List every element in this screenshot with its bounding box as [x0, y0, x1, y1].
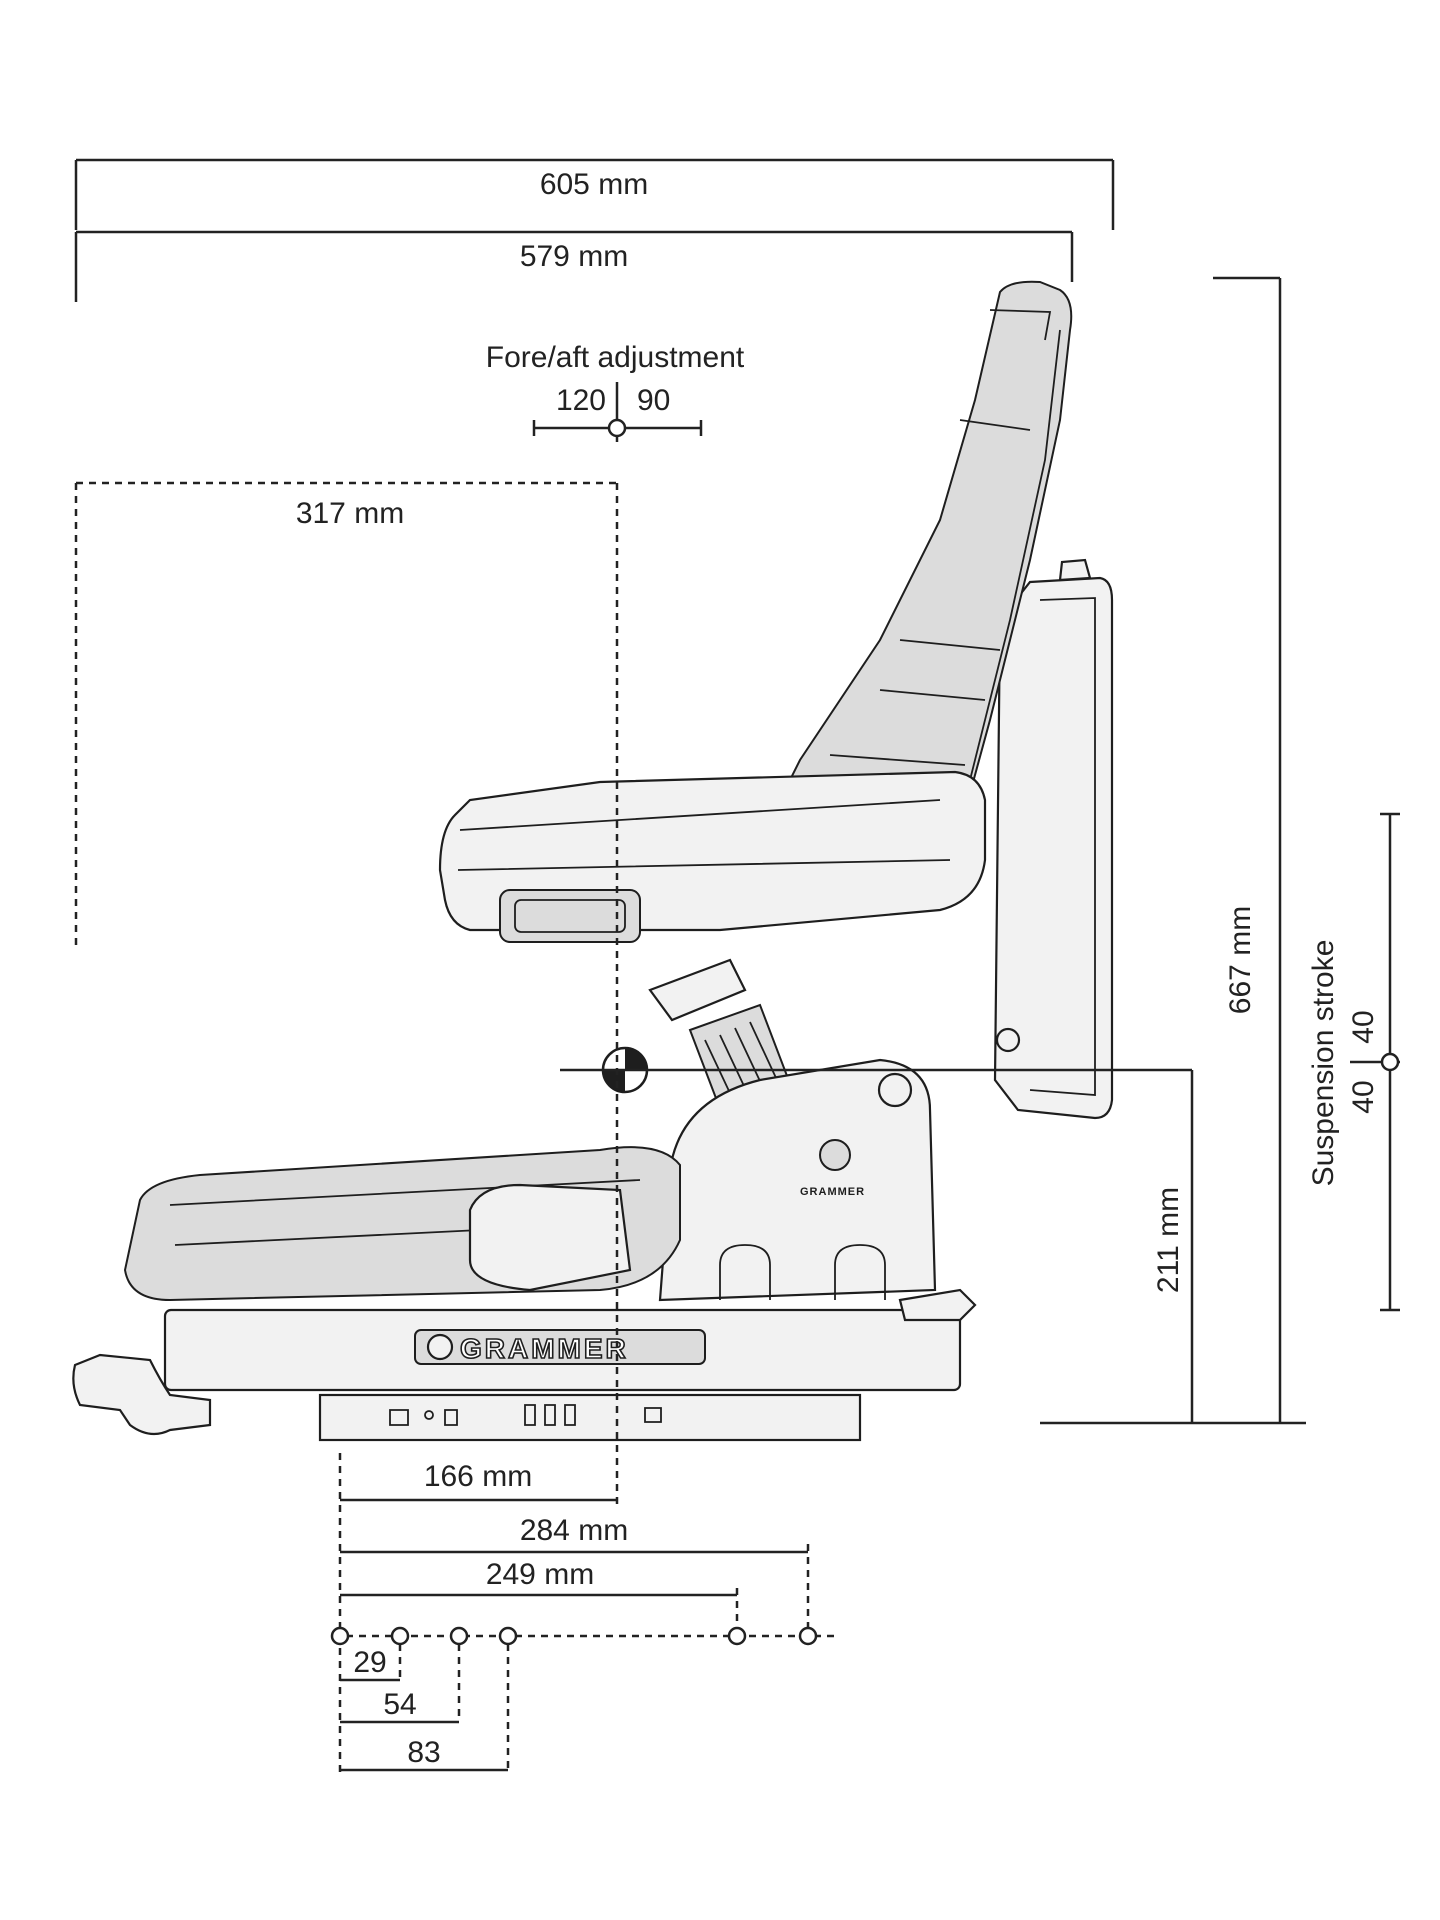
seat-cushion-side-recess: [468, 1183, 632, 1292]
fore-aft-adjustment: Fore/aft adjustment 120 90: [486, 341, 745, 442]
slide-rail-detail: [389, 1404, 662, 1426]
side-housing-slot-left: [719, 1244, 771, 1300]
side-housing-slot-right: [834, 1244, 886, 1300]
backrest-cushion-seam-5: [829, 754, 966, 766]
recline-lever: [648, 958, 747, 1022]
suspension-up-value: 40: [1347, 1010, 1380, 1043]
dim-166-label: 166 mm: [424, 1460, 532, 1493]
fore-aft-back-value: 90: [637, 384, 670, 417]
sip-marker-quadrant-2: [603, 1070, 625, 1092]
backrest-side-bolster: [969, 329, 1061, 781]
mount-hole-249: [727, 1626, 747, 1646]
seat-illustration: GRAMMER GRAMMER: [72, 280, 1114, 1442]
armrest-handle-slot: [514, 899, 626, 933]
dim-211-label: 211 mm: [1152, 1187, 1185, 1293]
mount-hole-0: [330, 1626, 350, 1646]
grammer-emblem-icon: [819, 1139, 852, 1171]
suspension-down-value: 40: [1347, 1080, 1380, 1113]
backrest-cushion-seam-2: [959, 419, 1031, 431]
dim-284-label: 284 mm: [520, 1514, 628, 1547]
side-housing-brand: GRAMMER: [800, 1186, 865, 1198]
dimension-605: 605 mm: [74, 158, 1115, 230]
dimension-579: 579 mm: [74, 230, 1074, 302]
side-housing-pivot: [877, 1072, 913, 1108]
fore-aft-center-circle: [607, 418, 627, 438]
dim-667-label: 667 mm: [1224, 906, 1257, 1014]
backrest-rear-panel-inner: [1029, 597, 1096, 1096]
rear-lever: [898, 1288, 977, 1322]
grammer-badge-emblem-icon: [426, 1333, 454, 1361]
grammer-badge-text: GRAMMER: [460, 1333, 629, 1364]
backrest-cushion-seam-4: [879, 689, 986, 701]
mount-hole-83: [498, 1626, 518, 1646]
backrest-cushion-seam-3: [899, 639, 1001, 651]
armrest-seam: [457, 799, 951, 871]
mounting-dimensions: 166 mm 284 mm 249 mm 29 54 83: [330, 1453, 840, 1775]
dim-249-label: 249 mm: [486, 1558, 594, 1591]
suspension-center-circle: [1380, 1052, 1400, 1072]
armrest-handle-opening: [499, 889, 641, 943]
mount-hole-54: [449, 1626, 469, 1646]
dimension-317: 317 mm: [74, 481, 619, 1510]
dim-579-label: 579 mm: [520, 240, 628, 273]
seat-cushion-seam: [169, 1179, 641, 1246]
mount-hole-284: [798, 1626, 818, 1646]
dim-317-label: 317 mm: [296, 497, 404, 530]
suspension-stroke: Suspension stroke 40 40: [1307, 812, 1400, 1312]
backrest-knob-icon: [995, 1027, 1021, 1053]
dim-29-label: 29: [353, 1646, 386, 1679]
sip-marker: [560, 1046, 1192, 1094]
suspension-title: Suspension stroke: [1307, 940, 1340, 1187]
sip-marker-quadrant-1: [625, 1048, 647, 1070]
lumbar-wheel-ribs: [704, 1021, 791, 1126]
dim-54-label: 54: [383, 1688, 416, 1721]
mount-hole-29: [390, 1626, 410, 1646]
fore-aft-handle: [72, 1353, 212, 1436]
grammer-badge: [414, 1329, 706, 1365]
dimension-667: 667 mm: [1040, 276, 1306, 1425]
dimension-211: 211 mm: [1152, 1070, 1194, 1423]
dim-83-label: 83: [407, 1736, 440, 1769]
fore-aft-title: Fore/aft adjustment: [486, 341, 745, 374]
slide-rail: [318, 1393, 862, 1442]
backrest-rear-panel: [993, 576, 1114, 1120]
backrest-cushion-seam-1: [989, 309, 1052, 341]
fore-aft-forward-value: 120: [556, 384, 606, 417]
backrest-top-handle: [1058, 558, 1092, 582]
dim-605-label: 605 mm: [540, 168, 648, 201]
